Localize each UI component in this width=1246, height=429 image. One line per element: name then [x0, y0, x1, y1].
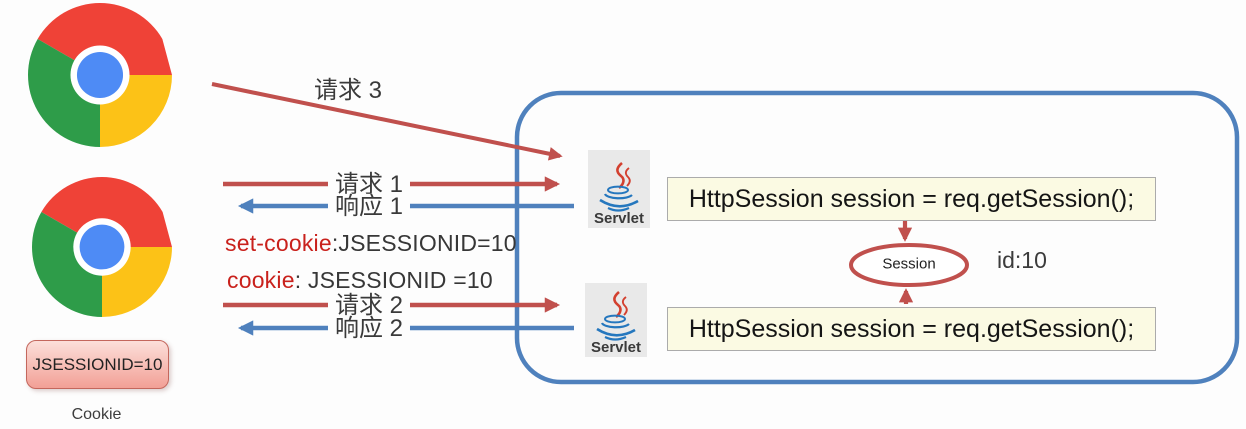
code-box-1: HttpSession session = req.getSession();	[667, 177, 1156, 221]
java-cup-icon	[599, 162, 639, 212]
request2-label: 请求 2	[327, 292, 411, 320]
chrome-red-segment	[37, 3, 172, 75]
cookie-header: cookie: JSESSIONID =10	[227, 267, 493, 293]
servlet2-label: Servlet	[590, 339, 642, 356]
session-label: Session	[882, 255, 936, 273]
cookie-value: : JSESSIONID =10	[294, 267, 493, 293]
cookie-keyword: cookie	[227, 267, 295, 293]
chrome-blue-center	[79, 224, 125, 270]
set-cookie-keyword: set-cookie	[225, 230, 332, 256]
set-cookie-value: :JSESSIONID=10	[331, 230, 517, 256]
session-id-text: id:10	[997, 247, 1047, 273]
request3-arrow	[211, 82, 563, 161]
java-cup-icon	[596, 291, 636, 341]
code-box-2: HttpSession session = req.getSession();	[667, 307, 1156, 351]
servlet1-label: Servlet	[593, 210, 645, 227]
server-boundary-box	[514, 90, 1240, 385]
chrome-red-segment	[41, 177, 172, 247]
request1-label: 请求 1	[327, 171, 411, 199]
set-cookie-header: set-cookie:JSESSIONID=10	[225, 230, 517, 256]
chrome-blue-center	[76, 51, 124, 99]
request3-label: 请求 3	[313, 76, 383, 104]
servlet1-icon: Servlet	[588, 150, 650, 228]
session-ellipse	[849, 243, 969, 287]
servlet2-icon: Servlet	[585, 283, 647, 357]
cookie-value-box: JSESSIONID=10	[26, 340, 169, 389]
chrome-browser-icon	[28, 3, 172, 147]
response2-label: 响应 2	[327, 315, 411, 343]
cookie-value: JSESSIONID=10	[32, 354, 163, 374]
cookie-caption: Cookie	[71, 406, 122, 423]
chrome-browser-icon	[32, 177, 172, 317]
response1-label: 响应 1	[327, 193, 411, 221]
